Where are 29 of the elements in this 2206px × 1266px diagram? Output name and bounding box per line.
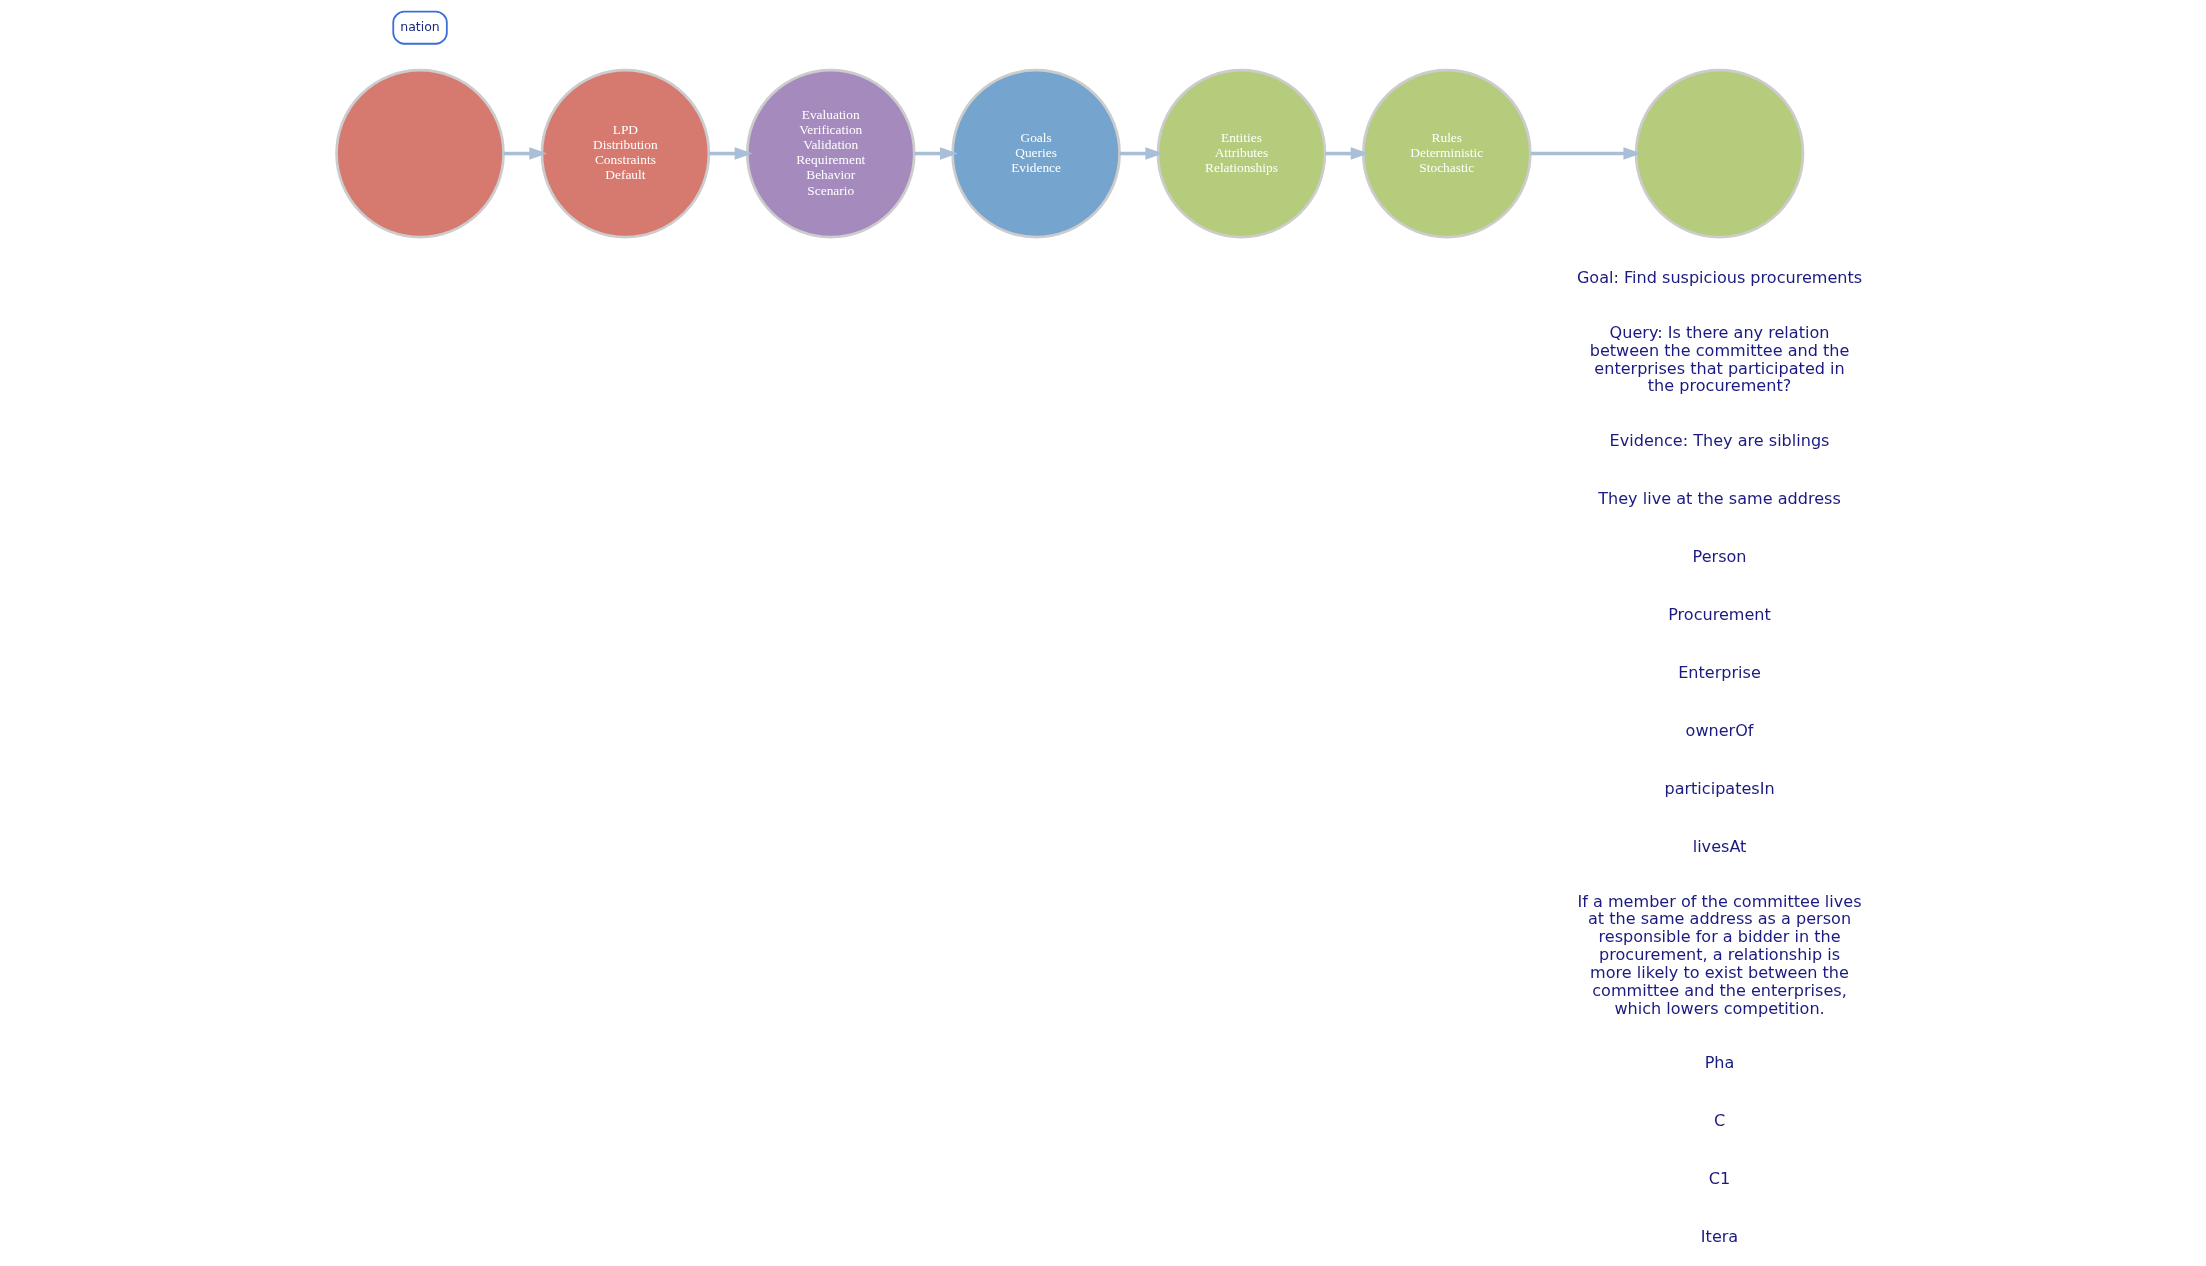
node-circle: LPD Distribution Constraints Default (540, 68, 710, 239)
label: Goal: Find suspicious procurements (1576, 268, 1862, 288)
node-circle: Evaluation Verification Validation Requirement Behavior Scenario (745, 68, 916, 239)
label: Person (1692, 546, 1747, 566)
arrow (708, 147, 753, 160)
node-box: nation (391, 10, 448, 45)
arrow (1529, 147, 1641, 160)
node-circle (334, 68, 505, 239)
arrow (1324, 147, 1369, 160)
label: Procurement (1667, 604, 1771, 624)
label: Query: Is there any relation between the committee and the enterprises that participated in the procurement? (1589, 322, 1849, 396)
label: They live at the same address (1597, 488, 1841, 508)
label: Pha (1704, 1053, 1734, 1073)
label: C1 (1708, 1169, 1730, 1189)
node-circle: Rules Deterministic Stochastic (1361, 68, 1532, 239)
arrow (913, 147, 958, 160)
node-circle: Goals Queries Evidence (950, 68, 1121, 239)
label: Enterprise (1677, 663, 1761, 682)
label: ownerOf (1685, 721, 1754, 741)
node-circle: Entities Attributes Relationships (1156, 68, 1326, 239)
arrow (503, 147, 547, 160)
label: livesAt (1692, 837, 1746, 857)
label: participatesIn (1663, 779, 1775, 799)
arrow (1119, 147, 1163, 160)
label: Itera (1700, 1227, 1738, 1247)
label: Evidence: They are siblings (1609, 430, 1829, 450)
label: C (1713, 1111, 1725, 1131)
label: If a member of the committee lives at the same address as a person responsible for a bidder in the procurement, a relationship is more likely to exist between the committee and the enterprises, which lowers competition. (1577, 891, 1862, 1018)
node-circle (1634, 68, 1804, 239)
